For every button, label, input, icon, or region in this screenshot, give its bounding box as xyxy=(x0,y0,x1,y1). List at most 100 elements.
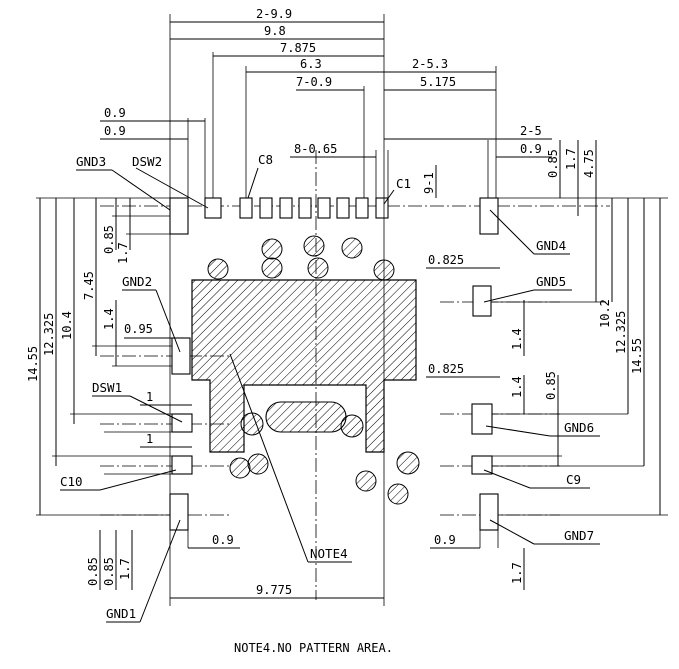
dim-text: 0.825 xyxy=(428,253,464,267)
dim-text: 12.325 xyxy=(614,311,628,354)
dim-text: 0.9 xyxy=(104,124,126,138)
hole xyxy=(387,483,409,505)
label-gnd6: GND6 xyxy=(564,420,594,435)
dim-text: 0.9 xyxy=(212,533,234,547)
dim-text: 1.7 xyxy=(510,562,524,584)
dim-text: 1 xyxy=(146,432,153,446)
left-dimension-lines xyxy=(39,198,384,599)
hole xyxy=(261,257,283,279)
label-gnd5: GND5 xyxy=(536,274,566,289)
hole xyxy=(340,414,364,438)
hole xyxy=(396,451,420,475)
dim-text: 1.4 xyxy=(510,376,524,398)
pad-c10 xyxy=(171,455,193,475)
dim-text: 0.825 xyxy=(428,362,464,376)
dim-text: 10.2 xyxy=(598,299,612,328)
dim-text: 0.9 xyxy=(520,142,542,156)
holes xyxy=(207,235,420,505)
signal-pad xyxy=(279,197,293,219)
signal-pad xyxy=(317,197,331,219)
right-dimension-lines xyxy=(426,198,661,590)
center-slot xyxy=(265,401,347,433)
pad-c9 xyxy=(471,455,493,475)
pad-gnd2 xyxy=(171,337,191,375)
label-gnd1: GND1 xyxy=(106,606,136,621)
label-dsw1: DSW1 xyxy=(92,380,122,395)
hole xyxy=(207,258,229,280)
label-c10: C10 xyxy=(60,474,83,489)
hole xyxy=(229,457,251,479)
dim-text: 5.175 xyxy=(420,75,456,89)
label-note4: NOTE4 xyxy=(310,546,348,561)
signal-pad xyxy=(336,197,350,219)
dim-text: 7.45 xyxy=(82,271,96,300)
dim-text: 2-5 xyxy=(520,124,542,138)
dim-text: 9.8 xyxy=(264,24,286,38)
footnote: NOTE4.NO PATTERN AREA. xyxy=(234,641,393,655)
label-gnd7: GND7 xyxy=(564,528,594,543)
label-gnd4: GND4 xyxy=(536,238,566,253)
dim-text: 1.7 xyxy=(116,242,130,264)
pad-labels: GND3 DSW2 C8 C1 GND2 DSW1 C10 GND1 GND4 … xyxy=(60,152,594,621)
dim-text: 0.85 xyxy=(102,225,116,254)
signal-pad xyxy=(259,197,273,219)
pad-dsw1 xyxy=(171,413,193,433)
label-gnd2: GND2 xyxy=(122,274,152,289)
label-c9: C9 xyxy=(566,472,581,487)
label-c8: C8 xyxy=(258,152,273,167)
label-c1: C1 xyxy=(396,176,411,191)
pad-gnd7 xyxy=(479,493,499,531)
extension-lines xyxy=(36,14,668,606)
dim-text: 9-1 xyxy=(422,172,436,194)
signal-pad xyxy=(355,197,369,219)
signal-pad xyxy=(298,197,312,219)
dim-text: 10.4 xyxy=(60,311,74,340)
dim-text: 9.775 xyxy=(256,583,292,597)
label-gnd3: GND3 xyxy=(76,154,106,169)
hole xyxy=(240,412,264,436)
dim-text: 7.875 xyxy=(280,41,316,55)
hole xyxy=(341,237,363,259)
pad-gnd1 xyxy=(169,493,189,531)
dim-text: 2-5.3 xyxy=(412,57,448,71)
dim-text: 0.9 xyxy=(104,106,126,120)
left-dimension-texts: 14.55 12.325 10.4 7.45 0.85 1.7 1.4 0.95… xyxy=(26,225,153,446)
right-dimension-texts: 0.825 0.825 10.2 12.325 14.55 1.4 1.4 0.… xyxy=(428,253,644,584)
dim-text: 14.55 xyxy=(26,346,40,382)
pad-gnd5 xyxy=(472,285,492,317)
dim-text: 2-9.9 xyxy=(256,7,292,21)
dim-text: 1.4 xyxy=(510,328,524,350)
dim-text: 0.85 xyxy=(86,557,100,586)
pad-gnd4 xyxy=(479,197,499,235)
dim-text: 0.85 xyxy=(544,371,558,400)
no-pattern-area xyxy=(191,279,417,453)
label-dsw2: DSW2 xyxy=(132,154,162,169)
dim-text: 0.9 xyxy=(434,533,456,547)
dim-text: 8-0.65 xyxy=(294,142,337,156)
dim-text: 1.7 xyxy=(118,558,132,580)
dim-text: 0.85 xyxy=(546,149,560,178)
dim-text: 12.325 xyxy=(42,313,56,356)
dim-text: 1.4 xyxy=(102,308,116,330)
leader-lines xyxy=(60,167,600,623)
signal-pad xyxy=(239,197,253,219)
top-dimension-texts: 2-9.9 9.8 7.875 6.3 7-0.9 2-5.3 5.175 0.… xyxy=(104,7,596,194)
top-dimension-lines xyxy=(100,21,597,302)
dim-text: 14.55 xyxy=(630,338,644,374)
dim-text: 0.95 xyxy=(124,322,153,336)
pad-gnd6 xyxy=(471,403,493,435)
dim-text: 6.3 xyxy=(300,57,322,71)
pad-gnd3 xyxy=(169,197,189,235)
bottom-dimension-texts: 0.85 0.85 1.7 0.9 9.775 xyxy=(86,533,292,597)
pads xyxy=(169,197,499,531)
hole xyxy=(303,235,325,257)
dim-text: 1 xyxy=(146,390,153,404)
hole xyxy=(307,257,329,279)
dim-text: 1.7 xyxy=(564,148,578,170)
hole xyxy=(261,238,283,260)
hole xyxy=(355,470,377,492)
dim-text: 0.85 xyxy=(102,557,116,586)
dim-text: 7-0.9 xyxy=(296,75,332,89)
hole xyxy=(247,453,269,475)
